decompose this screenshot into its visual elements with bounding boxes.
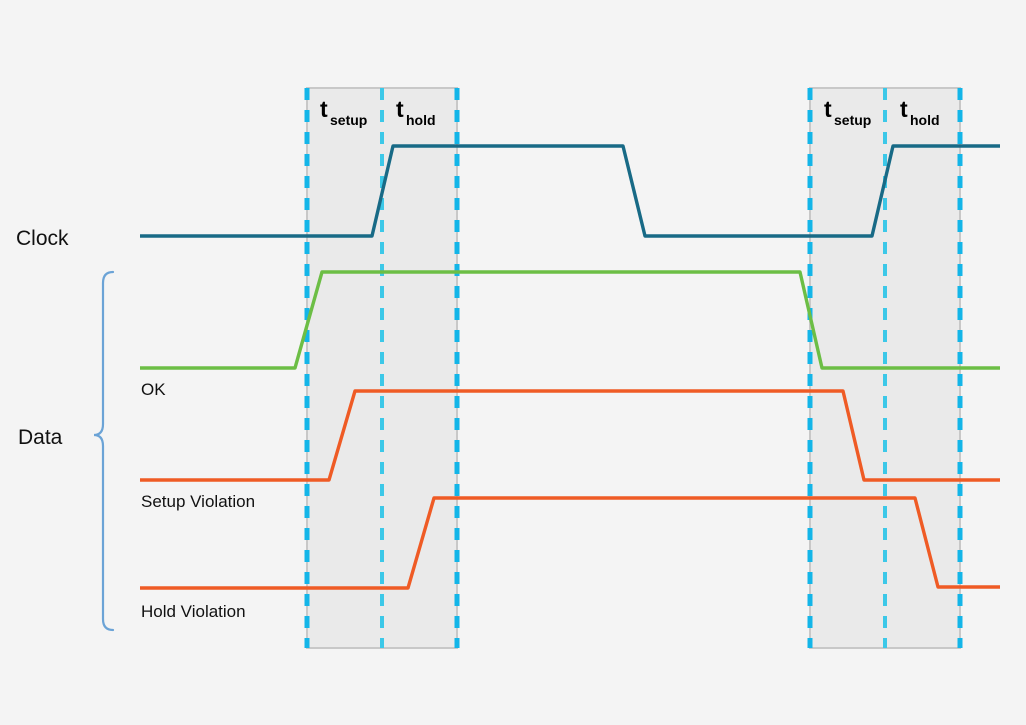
label-hold-violation: Hold Violation [141,602,246,621]
t-hold-sublabel-1: hold [406,112,436,128]
timing-window-group-1 [304,87,460,649]
t-setup-sublabel-1: setup [330,112,367,128]
t-hold-label-1: t [396,96,404,122]
label-data: Data [18,426,63,449]
label-ok: OK [141,380,166,399]
t-setup-sublabel-2: setup [834,112,871,128]
label-clock: Clock [16,227,69,250]
data-brace [93,270,115,632]
t-hold-sublabel-2: hold [910,112,940,128]
waveform-setup-violation [140,389,1000,482]
t-setup-label-1: t [320,96,328,122]
waveform-ok [140,270,1000,370]
waveform-clock [140,144,1000,238]
t-hold-label-2: t [900,96,908,122]
timing-window-1-rect [306,87,458,649]
waveform-hold-violation [140,496,1000,590]
t-setup-label-2: t [824,96,832,122]
label-setup-violation: Setup Violation [141,492,255,511]
